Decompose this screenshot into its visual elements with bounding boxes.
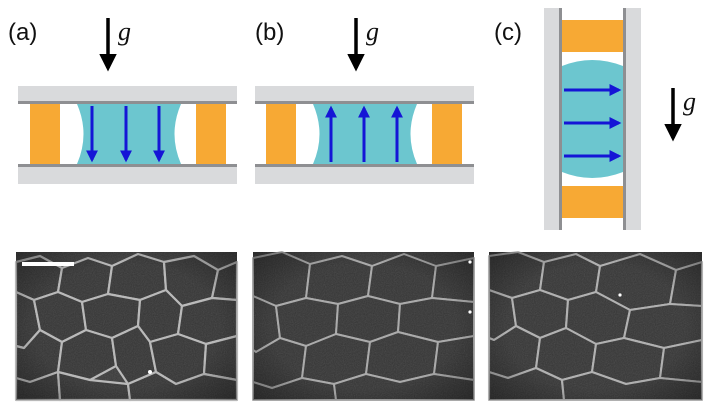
- micrograph-b: [252, 251, 475, 401]
- panel-a-gravity-label: g: [118, 17, 131, 46]
- scale-bar: [22, 262, 74, 266]
- panel-c-right-plate: [623, 8, 641, 230]
- panel-c-bottom-spacer: [562, 186, 623, 218]
- panel-b-bottom-plate: [255, 164, 474, 184]
- panel-b-diagram: (b) g: [255, 17, 474, 184]
- panel-c-flow-arrows: [564, 84, 622, 162]
- panel-b-top-plate: [255, 86, 474, 104]
- panel-a-top-plate: [18, 86, 237, 104]
- panel-a-label: (a): [8, 19, 37, 46]
- panel-a-diagram: (a) g: [8, 17, 237, 184]
- micrograph-c: [487, 250, 704, 402]
- panel-b-right-spacer: [432, 104, 462, 164]
- panel-c-label: (c): [494, 19, 522, 46]
- panel-c-liquid: [562, 60, 623, 178]
- panel-a-flow-arrows: [86, 106, 165, 163]
- panel-b-label: (b): [255, 19, 284, 46]
- panel-b-left-spacer: [266, 104, 296, 164]
- panel-a-right-spacer: [196, 104, 226, 164]
- panel-a-liquid: [77, 104, 181, 164]
- panel-c-diagram: (c) g: [494, 8, 696, 230]
- micrograph-a: [14, 252, 239, 402]
- panel-c-gravity-label: g: [683, 87, 696, 116]
- panel-b-flow-arrows: [325, 105, 403, 162]
- panel-a-left-spacer: [30, 104, 60, 164]
- panel-c-left-plate: [544, 8, 562, 230]
- panel-c-top-spacer: [562, 20, 623, 52]
- panel-a-bottom-plate: [18, 164, 237, 184]
- panel-b-gravity-label: g: [366, 17, 379, 46]
